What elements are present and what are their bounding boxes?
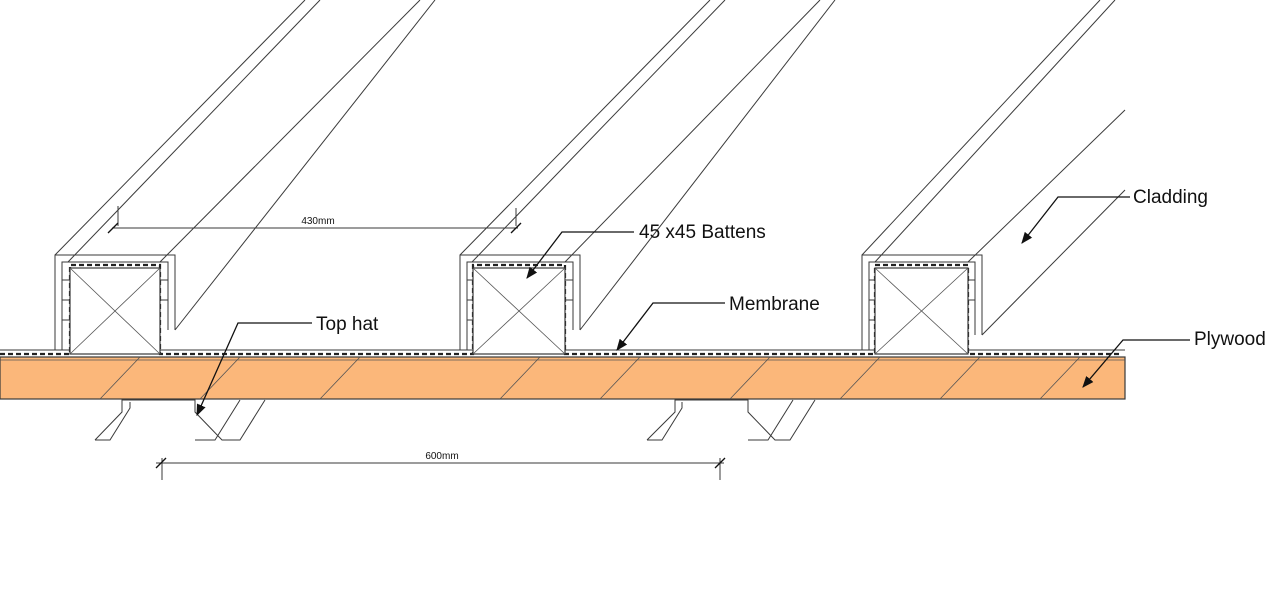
batten-2 [459, 254, 581, 355]
plywood-sheet [0, 356, 1126, 400]
cladding-perspective-lines [54, 0, 1126, 336]
top-hat-2 [646, 399, 816, 441]
top-hat-1 [94, 399, 266, 441]
callout-battens: 45 x45 Battens [526, 222, 766, 279]
callout-cladding: Cladding [1021, 187, 1208, 244]
callout-membrane: Membrane [616, 294, 820, 351]
batten-3 [861, 254, 983, 355]
dimension-batten-spacing: 430mm [107, 206, 522, 234]
plywood-label: Plywood [1194, 329, 1266, 350]
batten-1 [54, 254, 176, 355]
dimension-top-hat-spacing: 600mm [155, 451, 726, 480]
cladding-label: Cladding [1133, 187, 1208, 208]
batten-spacing-label: 430mm [301, 216, 334, 227]
membrane-label: Membrane [729, 294, 820, 315]
battens-label: 45 x45 Battens [639, 222, 766, 243]
top-hat-spacing-label: 600mm [425, 451, 458, 462]
callout-top-hat: Top hat [196, 314, 379, 417]
callout-plywood: Plywood [1082, 329, 1266, 388]
top-hat-label: Top hat [316, 314, 379, 335]
